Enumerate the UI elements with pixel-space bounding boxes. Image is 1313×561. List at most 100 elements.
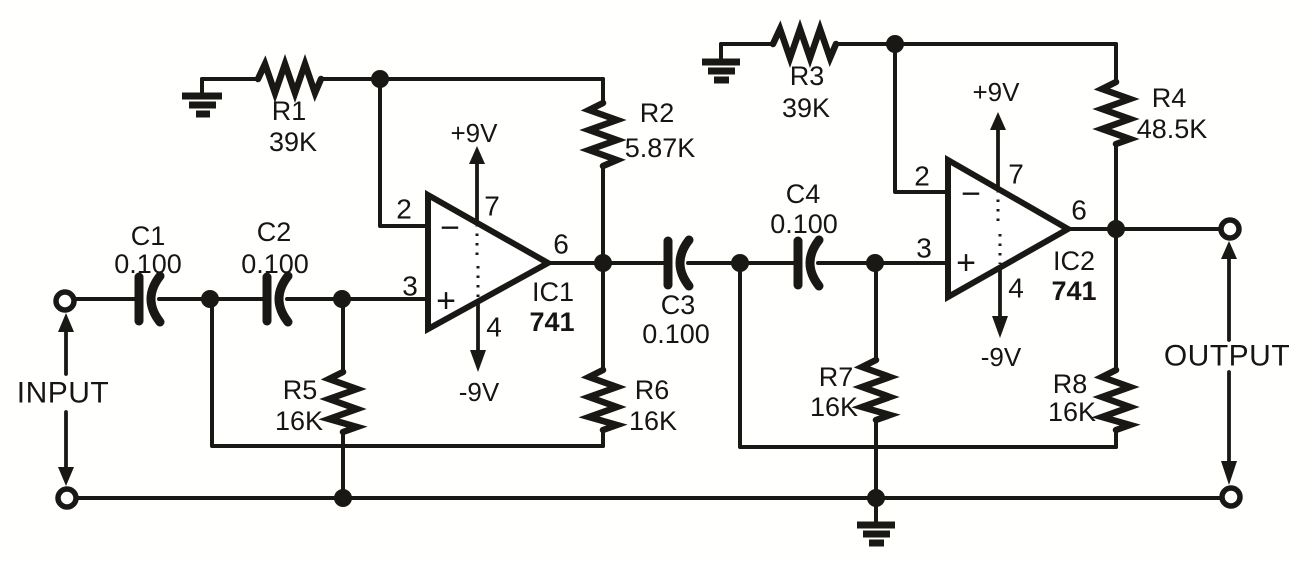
capacitor-plate-curved (146, 271, 165, 327)
ic-ref: IC1 (532, 277, 574, 307)
resistor-ref: R3 (790, 61, 825, 91)
supply-positive-ic1: +9V (451, 118, 499, 256)
supply-negative-ic2: -9V (981, 234, 1022, 372)
ic-ref: IC2 (1053, 246, 1095, 276)
inverting-input-sign: − (440, 209, 460, 247)
resistor-ref: R6 (635, 375, 670, 405)
resistor-zigzag (579, 99, 627, 170)
op-amp-triangle (425, 189, 555, 335)
pin-number-3: 3 (402, 271, 418, 302)
capacitor-c2: C2 0.100 (241, 217, 309, 327)
op-amp-triangle (945, 154, 1075, 303)
pin-number-3: 3 (916, 233, 932, 264)
pin-number-2: 2 (914, 161, 930, 192)
input-label: INPUT (17, 377, 110, 410)
resistor-value: 39K (269, 127, 317, 157)
resistor-value: 16K (810, 392, 858, 422)
resistor-value: 16K (1048, 397, 1096, 427)
resistor-ref: R4 (1152, 83, 1187, 113)
resistor-zigzag (254, 54, 325, 103)
capacitor-c4: C4 0.100 (770, 179, 838, 291)
supply-positive-ic2: +9V (973, 77, 1021, 222)
resistor-zigzag (1092, 78, 1140, 148)
pin-number-7: 7 (1008, 159, 1024, 190)
junction-dot (867, 489, 885, 507)
stage2: R3 39K R4 48.5K C3 0.100 C4 0.100 (642, 19, 1223, 547)
op-amp-ic2: − + 2 3 7 4 6 IC2 741 (914, 154, 1097, 306)
arrow-down-icon (58, 467, 74, 486)
pin-number-2: 2 (396, 194, 412, 225)
resistor-value: 16K (275, 406, 323, 436)
wire-to-pin2 (893, 42, 950, 194)
resistor-zigzag (1091, 366, 1141, 434)
capacitor-value: 0.100 (241, 249, 309, 279)
ic-part-number: 741 (529, 307, 574, 337)
resistor-value: 48.5K (1137, 114, 1208, 144)
capacitor-c1: C1 0.100 (114, 221, 182, 327)
output-terminal-bottom (1219, 485, 1243, 509)
resistor-zigzag (769, 19, 840, 68)
ground-symbol-2 (702, 42, 740, 84)
arrow-down-icon (470, 350, 486, 372)
resistor-ref: R7 (819, 362, 854, 392)
resistor-r2: R2 5.87K (579, 77, 695, 265)
output-label: OUTPUT (1164, 340, 1290, 373)
input-port: INPUT (17, 289, 110, 510)
supply-label: -9V (459, 377, 500, 407)
supply-label: +9V (973, 77, 1021, 107)
inverting-input-sign: − (961, 175, 981, 213)
capacitor-ref: C2 (257, 217, 292, 247)
resistor-value: 39K (782, 93, 830, 123)
capacitor-c3: C3 0.100 (642, 235, 710, 349)
input-terminal-bottom (55, 486, 79, 510)
capacitor-ref: C4 (786, 179, 821, 209)
resistor-r7: R7 16K (810, 261, 901, 500)
resistor-r4: R4 48.5K (1092, 42, 1208, 231)
resistor-ref: R1 (272, 96, 307, 126)
capacitor-value: 0.100 (770, 209, 838, 239)
supply-negative-ic1: -9V (459, 266, 500, 407)
arrow-up-icon (1221, 241, 1237, 259)
supply-label: +9V (451, 118, 499, 148)
pin-number-6: 6 (553, 229, 569, 260)
arrow-up-icon (990, 112, 1006, 130)
resistor-zigzag (578, 366, 628, 434)
resistor-ref: R5 (283, 375, 318, 405)
resistor-zigzag (851, 356, 901, 424)
arrow-up-icon (58, 313, 74, 332)
resistor-r1: R1 39K (254, 54, 325, 157)
resistor-r8: R8 16K (1048, 227, 1141, 449)
resistor-zigzag (318, 368, 368, 436)
pin-number-7: 7 (484, 191, 500, 222)
capacitor-plate-curved (675, 235, 694, 291)
noninverting-input-sign: + (956, 244, 976, 282)
ic-part-number: 741 (1051, 276, 1096, 306)
op-amp-ic1: − + 2 3 7 4 6 IC1 741 (396, 189, 575, 343)
ground-symbol-1 (182, 77, 222, 118)
capacitor-plate-curved (274, 271, 293, 327)
wire-to-pin2 (378, 77, 430, 228)
resistor-ref: R8 (1053, 369, 1088, 399)
capacitor-plate-curved (805, 235, 824, 291)
pin-number-6: 6 (1071, 195, 1087, 226)
resistor-ref: R2 (640, 98, 675, 128)
capacitor-value: 0.100 (114, 249, 182, 279)
supply-label: -9V (981, 342, 1022, 372)
capacitor-ref: C3 (661, 290, 696, 320)
pin-number-4: 4 (486, 312, 502, 343)
output-port: OUTPUT (1164, 217, 1290, 509)
junction-dot (334, 489, 352, 507)
arrow-down-icon (992, 316, 1008, 338)
resistor-r3: R3 39K (769, 19, 840, 123)
output-terminal-top (1218, 217, 1242, 241)
arrow-down-icon (1221, 461, 1237, 485)
resistor-r5: R5 16K (275, 297, 368, 500)
feedback-wire-stage2 (738, 261, 1118, 449)
capacitor-value: 0.100 (642, 319, 710, 349)
feedback-wire-stage1 (210, 297, 605, 448)
noninverting-input-sign: + (436, 282, 456, 320)
arrow-up-icon (469, 146, 485, 164)
resistor-r6: R6 16K (578, 261, 677, 448)
